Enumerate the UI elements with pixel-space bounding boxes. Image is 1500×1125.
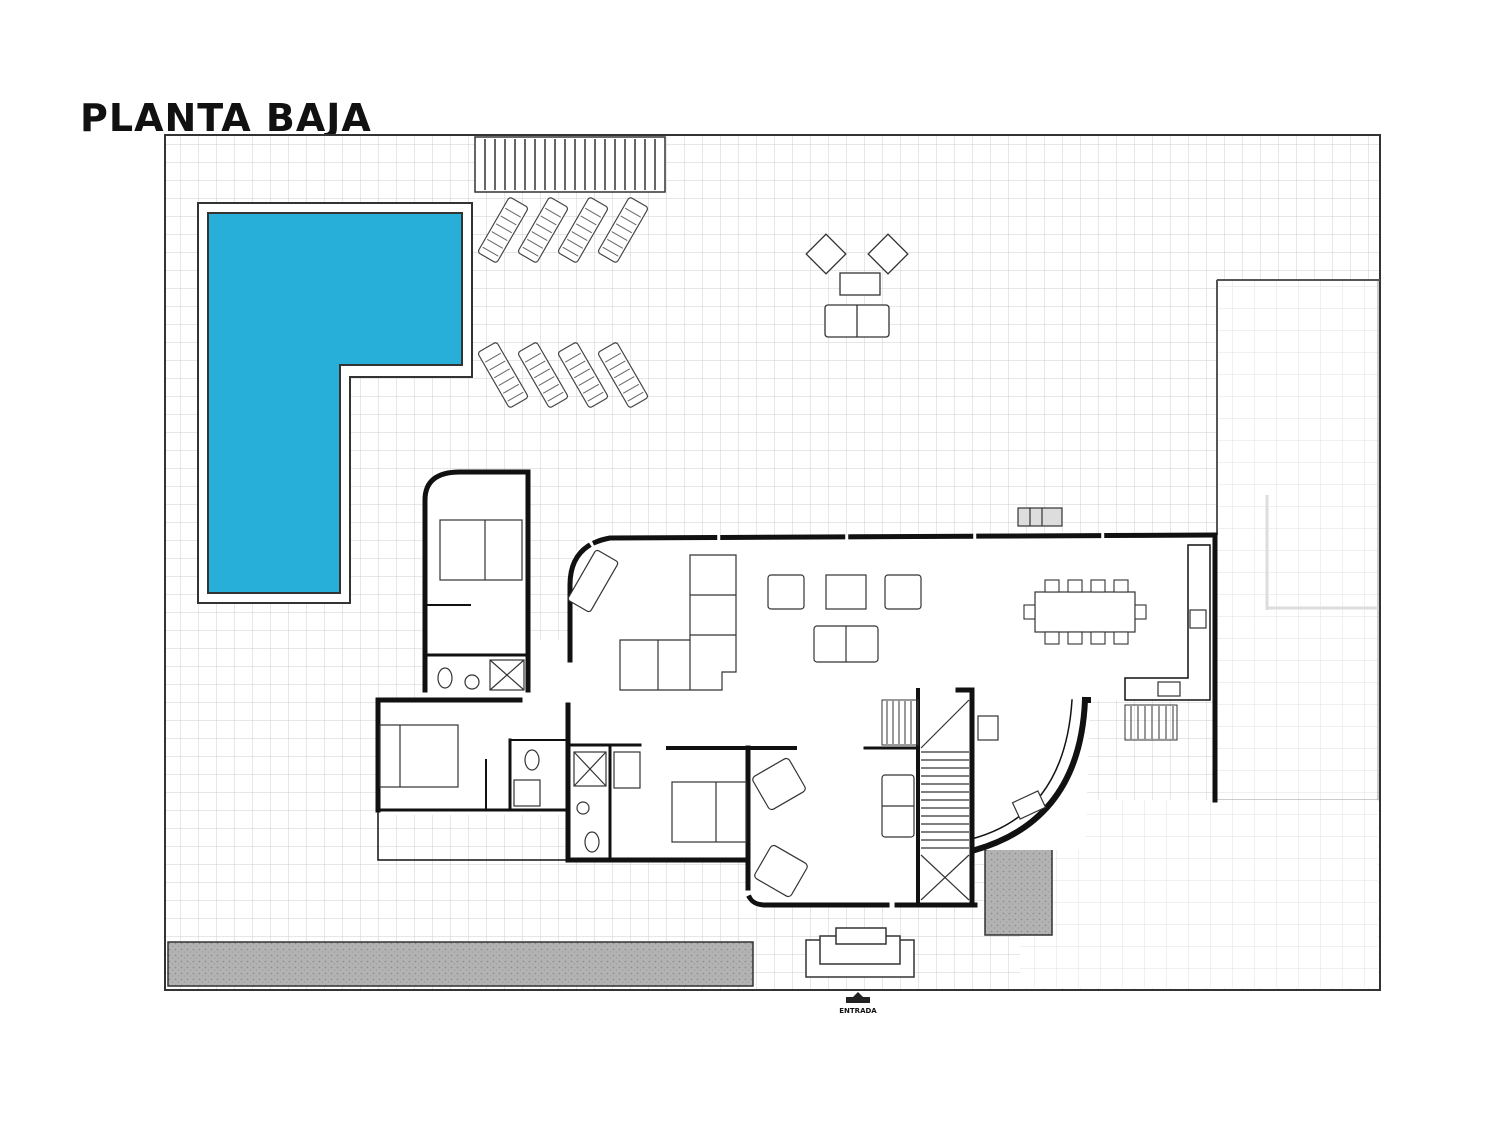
gravel-beds [167,831,1053,987]
sun-lounger [557,342,609,408]
toilet [584,831,600,853]
exterior-stairs [881,699,1178,746]
toilet [437,667,453,689]
furniture [379,507,1207,898]
dining-chair [1044,631,1060,645]
bed [379,724,459,788]
pool [197,202,473,604]
sun-loungers [477,197,649,408]
dining-chair [1044,579,1060,593]
sun-lounger [477,197,529,263]
dining-chair [1067,631,1083,645]
sun-lounger [557,197,609,263]
coffee-table [825,574,867,610]
dining-chair [1113,579,1129,593]
armchair [752,757,806,811]
sink [464,674,480,690]
dining-chair [1023,604,1036,620]
garden-steps [474,136,666,193]
dining-chair [1113,631,1129,645]
bed [439,519,523,581]
sink [1189,609,1207,629]
armchair [767,574,805,610]
dining-chair [1134,604,1147,620]
sun-lounger [597,342,649,408]
sun-lounger [477,342,529,408]
bed [671,781,747,843]
dining-chair [1090,631,1106,645]
shower [513,779,541,807]
toilet [524,749,540,771]
outdoor-seating [805,233,909,338]
sun-lounger [597,197,649,263]
vanity [613,751,641,789]
armchair [754,844,808,898]
dining-table [1034,591,1136,633]
entrance-label: ENTRADA [839,1007,877,1015]
cooktop [977,715,999,741]
sectional-sofa [619,554,737,691]
barbecue [1017,507,1063,527]
sink [1011,790,1047,820]
sink [576,801,590,815]
plan-title: PLANTA BAJA [80,96,372,140]
cooktop [1157,681,1181,697]
sun-lounger [517,197,569,263]
dining-chair [1067,579,1083,593]
staircase [920,699,970,901]
entrance-steps [805,927,915,978]
sun-lounger [517,342,569,408]
armchair [884,574,922,610]
dining-chair [1090,579,1106,593]
entrance-marker: ENTRADA [839,992,877,1015]
